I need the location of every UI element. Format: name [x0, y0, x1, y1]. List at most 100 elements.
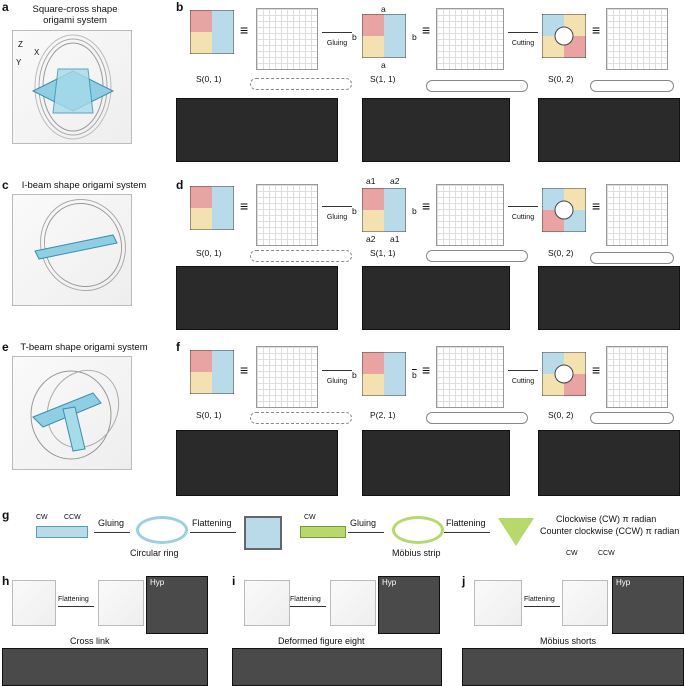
panel-a-title: Square-cross shape origami system	[20, 4, 130, 26]
cutting-arrow-b	[508, 32, 538, 33]
panel-label-d: d	[176, 178, 184, 192]
staple-grid-b2	[436, 8, 504, 70]
b-over-right-f: b	[412, 370, 417, 380]
caption-j: Möbius shorts	[540, 636, 597, 646]
staple-grid-b3	[606, 8, 668, 70]
legend-ccw-text: Counter clockwise (CCW) π radian	[540, 526, 680, 536]
afm-image-b3	[538, 98, 680, 162]
legend-cw-text: Clockwise (CW) π radian	[556, 514, 657, 524]
mobius-shorts-3d	[474, 580, 522, 626]
mobius-shorts-flat	[562, 580, 608, 626]
axis-z-a: Z	[18, 40, 23, 49]
flattening-h: Flattening	[58, 596, 89, 603]
quad-square-s11-d	[361, 187, 407, 233]
gluing-label-b: Gluing	[326, 40, 348, 47]
equiv-sign: ≡	[592, 362, 601, 378]
panel-label-g: g	[2, 508, 10, 522]
panel-label-b: b	[176, 0, 184, 14]
bead-row-b3	[590, 80, 674, 92]
gluing-label-d: Gluing	[326, 214, 348, 221]
hyp-label-i: Hyp	[382, 578, 397, 587]
afm-hyp-j	[612, 576, 684, 634]
panel-label-e: e	[2, 340, 9, 354]
quad-hole-s02-d	[541, 187, 587, 233]
quad-square-s01-d	[189, 185, 235, 231]
equiv-sign: ≡	[422, 362, 431, 378]
bead-row-d3	[590, 252, 674, 264]
staple-grid-d1	[256, 184, 318, 246]
flattened-ring-blue	[244, 516, 282, 550]
staple-grid-f3	[606, 346, 668, 408]
bead-row-b2	[426, 80, 528, 92]
hyp-label-j: Hyp	[616, 578, 631, 587]
origami-3d-i-beam	[12, 194, 132, 306]
bead-row-f1	[250, 412, 352, 424]
equiv-sign: ≡	[592, 22, 601, 38]
gluing-arrow-d	[322, 206, 352, 207]
bead-row-b1	[250, 78, 352, 90]
panel-e-title: T-beam shape origami system	[20, 342, 148, 353]
label-s01-f: S(0, 1)	[196, 410, 222, 420]
a2-top-d: a2	[390, 176, 400, 186]
gluing1-arrow-g	[94, 532, 130, 533]
quad-square-p21-f	[361, 351, 407, 397]
bottom-a-b: a	[381, 60, 386, 70]
cross-link-flat	[98, 580, 144, 626]
flattening1-label-g: Flattening	[192, 518, 232, 528]
cutting-label-d: Cutting	[511, 214, 535, 221]
afm-image-f1	[176, 430, 338, 496]
gluing-label-f: Gluing	[326, 378, 348, 385]
cw2-label-g: CW	[304, 514, 316, 521]
caption-h: Cross link	[70, 636, 110, 646]
equiv-sign: ≡	[422, 22, 431, 38]
quad-square-s01-b	[189, 9, 235, 55]
panel-label-c: c	[2, 178, 9, 192]
b-left-d: b	[352, 206, 357, 216]
label-s11-d: S(1, 1)	[370, 248, 396, 258]
afm-hyp-h	[146, 576, 208, 634]
mobius-strip-green	[392, 516, 444, 544]
equiv-sign: ≡	[422, 198, 431, 214]
label-s01-b: S(0, 1)	[196, 74, 222, 84]
twisted-strip-blue	[36, 526, 88, 538]
hyp-label-h: Hyp	[150, 578, 165, 587]
afm-image-b2	[362, 98, 510, 162]
gluing-arrow-f	[322, 370, 352, 371]
bead-row-f2	[426, 412, 528, 424]
afm-hyp-i	[378, 576, 440, 634]
staple-grid-b1	[256, 8, 318, 70]
circular-ring-blue	[136, 516, 188, 544]
label-s02-f: S(0, 2)	[548, 410, 574, 420]
label-p21-f: P(2, 1)	[370, 410, 396, 420]
panel-label-a: a	[2, 0, 9, 14]
flattening-arrow-h	[58, 606, 94, 607]
flattening-arrow-j	[524, 606, 560, 607]
flattening2-arrow-g	[444, 532, 490, 533]
square-cross-ring-drawing	[31, 34, 115, 140]
flattened-mobius-green	[498, 518, 534, 546]
equiv-sign: ≡	[592, 198, 601, 214]
afm-image-d3	[538, 266, 680, 330]
cutting-arrow-d	[508, 206, 538, 207]
bead-row-d2	[426, 250, 528, 262]
b-left-f: b	[352, 370, 357, 380]
gluing1-label-g: Gluing	[98, 518, 125, 528]
quad-square-s11-b	[361, 13, 407, 59]
panel-label-j: j	[462, 574, 466, 588]
t-beam-ring-drawing	[30, 369, 120, 460]
origami-3d-t-beam	[12, 356, 132, 470]
mobius-strip-label: Möbius strip	[392, 548, 441, 558]
top-a-b: a	[381, 4, 386, 14]
gluing2-arrow-g	[348, 532, 384, 533]
twisted-strip-green	[300, 526, 346, 538]
flattening1-arrow-g	[190, 532, 236, 533]
flattening-arrow-i	[290, 606, 326, 607]
afm-strip-h	[2, 648, 208, 686]
staple-grid-f2	[436, 346, 504, 408]
equiv-sign: ≡	[240, 198, 249, 214]
panel-label-f: f	[176, 340, 180, 354]
a2-bottom-d: a2	[366, 234, 376, 244]
a1-top-d: a1	[366, 176, 376, 186]
cutting-label-f: Cutting	[511, 378, 535, 385]
afm-image-f2	[362, 430, 510, 496]
